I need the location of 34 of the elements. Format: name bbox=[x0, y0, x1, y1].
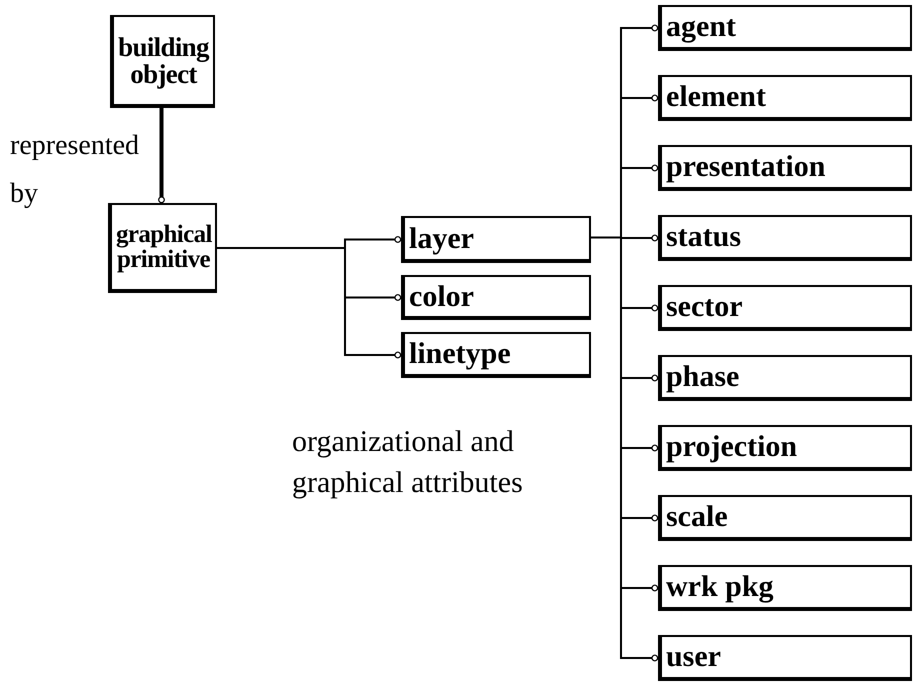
attribute-box bbox=[658, 145, 912, 191]
connector-line bbox=[158, 108, 165, 204]
attribute-box bbox=[110, 15, 215, 108]
attribute-box bbox=[658, 495, 912, 541]
box-label: graphical primitive bbox=[116, 222, 211, 272]
attribute-box bbox=[658, 355, 912, 401]
attribute-box bbox=[658, 215, 912, 261]
attribute-box bbox=[658, 425, 912, 471]
attribute-box bbox=[658, 565, 912, 611]
box-label: element bbox=[666, 82, 767, 112]
box-label: layer bbox=[409, 224, 475, 254]
box-label: phase bbox=[666, 362, 740, 392]
edge-label: represented by bbox=[10, 129, 140, 211]
attribute-box bbox=[108, 203, 217, 293]
box-label: agent bbox=[666, 12, 737, 42]
box-label: linetype bbox=[409, 339, 512, 369]
box-label: sector bbox=[666, 292, 744, 322]
attribute-box bbox=[658, 75, 912, 121]
box-label: presentation bbox=[666, 152, 826, 182]
caption-text: organizational and graphical attributes bbox=[292, 424, 524, 500]
box-label: wrk pkg bbox=[666, 572, 775, 602]
attribute-box bbox=[658, 285, 912, 331]
connector-line bbox=[217, 247, 402, 358]
attribute-box bbox=[658, 635, 912, 681]
attribute-box bbox=[401, 275, 591, 320]
box-label: scale bbox=[666, 502, 729, 532]
box-label: projection bbox=[666, 432, 798, 462]
box-label: user bbox=[666, 642, 722, 672]
attribute-box bbox=[401, 332, 591, 378]
box-label: color bbox=[409, 282, 475, 312]
attribute-box bbox=[401, 216, 591, 263]
box-label: building object bbox=[118, 34, 209, 88]
box-label: status bbox=[666, 222, 742, 252]
attribute-box bbox=[658, 5, 912, 51]
